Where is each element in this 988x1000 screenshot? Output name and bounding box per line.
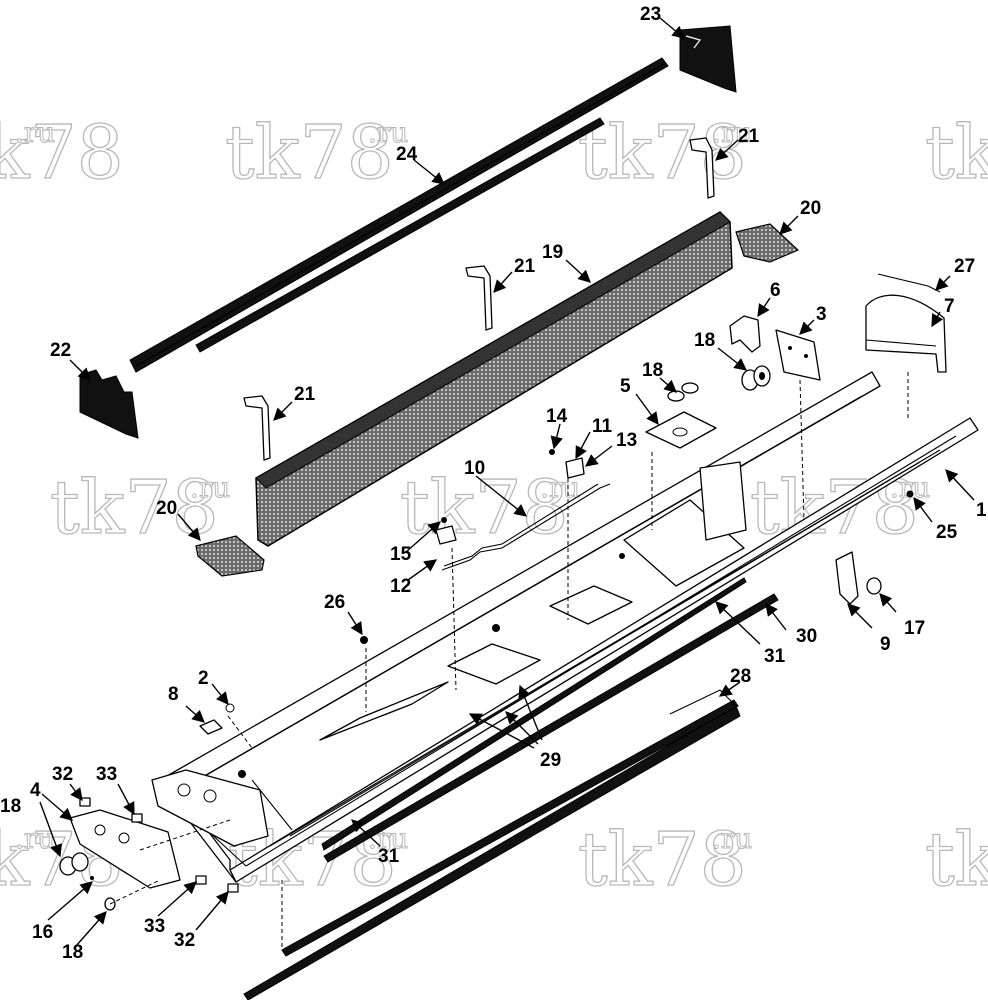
watermark-suffix: .ru: [540, 471, 580, 504]
part-end-cap-right: [679, 25, 737, 93]
watermark-text: tk78: [578, 817, 747, 903]
watermark-text: tk78: [925, 817, 988, 903]
part-trim-strip-inner: [321, 577, 779, 863]
callout-5: 5: [620, 376, 631, 397]
watermark-suffix: .ru: [15, 116, 55, 149]
callout-20: 20: [800, 198, 821, 219]
part-end-cap-left: [79, 369, 139, 439]
watermark: tk78 .ru: [577, 109, 752, 196]
watermark: tk78 .ru: [49, 464, 230, 551]
watermark-suffix: .ru: [15, 822, 55, 855]
callout-24: 24: [396, 144, 418, 165]
callout-labels: 23 24 21 20 21 19 27 7 6 3 22 21 18 18 5…: [0, 4, 987, 963]
callout-16: 16: [32, 922, 53, 943]
callout-12: 12: [390, 576, 411, 597]
callout-31: 31: [764, 646, 786, 667]
part-small-bolt-right: [906, 490, 914, 498]
watermark-suffix: .ru: [368, 116, 408, 149]
watermark-text: tk78: [225, 110, 394, 196]
callout-6: 6: [770, 280, 781, 301]
leader-lines: [39, 17, 975, 947]
watermark: tk78: [924, 109, 988, 196]
part-small-bolt: [360, 636, 368, 644]
part-bushing-pair-upper: [741, 365, 771, 391]
part-side-bracket: [835, 551, 882, 605]
callout-32: 32: [174, 930, 195, 951]
part-center-plate: [645, 411, 717, 449]
watermark-suffix: .ru: [712, 822, 752, 855]
assembly-lines: [109, 372, 909, 948]
watermark-text: tk78: [400, 465, 569, 551]
callout-18: 18: [62, 942, 83, 963]
callout-18: 18: [694, 330, 715, 351]
part-hook-bracket: [729, 315, 761, 353]
watermark-layer: tk78 .ru tk78 .ru tk78 .ru tk78 tk78 .ru…: [0, 109, 988, 903]
part-bracket-top: [689, 137, 715, 199]
callout-2: 2: [198, 668, 209, 689]
callout-33: 33: [144, 916, 165, 937]
callout-33: 33: [96, 764, 117, 785]
part-end-pad-left: [195, 535, 265, 577]
part-corner-cover: [865, 273, 947, 373]
callout-31: 31: [378, 846, 400, 867]
part-end-plate: [59, 809, 181, 911]
watermark: tk78: [924, 816, 988, 903]
callout-18: 18: [0, 796, 21, 817]
callout-32: 32: [52, 764, 73, 785]
callout-21: 21: [738, 126, 760, 147]
part-small-pad: [199, 719, 223, 735]
callout-18: 18: [642, 360, 663, 381]
callout-27: 27: [954, 256, 975, 277]
part-main-frame: [151, 371, 979, 883]
part-bushing-pair-top: [667, 382, 699, 402]
callout-21: 21: [294, 384, 316, 405]
part-small-nut: [225, 703, 235, 713]
callout-22: 22: [50, 340, 71, 361]
callout-20: 20: [156, 498, 177, 519]
callout-3: 3: [816, 304, 827, 325]
part-long-rail: [129, 57, 669, 373]
watermark: tk78 .ru: [399, 464, 580, 551]
part-bracket-middle: [465, 265, 493, 331]
watermark: tk78 .ru: [0, 109, 124, 196]
callout-19: 19: [542, 242, 563, 263]
callout-11: 11: [592, 416, 613, 437]
callout-9: 9: [880, 634, 891, 655]
part-small-tab-c: [195, 875, 207, 885]
parts-layer: [59, 25, 979, 1000]
callout-17: 17: [904, 618, 925, 639]
callout-4: 4: [30, 780, 41, 801]
watermark-suffix: .ru: [190, 471, 230, 504]
part-small-tab-a: [79, 797, 91, 807]
watermark-suffix: .ru: [712, 116, 752, 149]
part-end-pad-right: [735, 223, 800, 263]
callout-13: 13: [616, 430, 637, 451]
part-mount-plate: [775, 329, 821, 381]
watermark-text: tk78: [0, 110, 124, 196]
callout-26: 26: [324, 592, 345, 613]
part-small-tab-b: [131, 813, 143, 823]
callout-30: 30: [796, 626, 817, 647]
part-bracket-left: [243, 395, 271, 461]
callout-28: 28: [730, 666, 751, 687]
callout-7: 7: [944, 296, 955, 317]
callout-1: 1: [976, 500, 987, 521]
callout-25: 25: [936, 522, 958, 543]
callout-23: 23: [640, 4, 661, 25]
callout-14: 14: [546, 406, 568, 427]
watermark: tk78 .ru: [224, 109, 408, 196]
callout-29: 29: [540, 750, 561, 771]
part-trim-strip-outer: [243, 689, 741, 1000]
callout-8: 8: [168, 684, 179, 705]
part-linkage-rod: [435, 449, 611, 571]
callout-15: 15: [390, 544, 412, 565]
part-mesh-panel: [255, 211, 733, 547]
watermark: tk78 .ru: [577, 816, 752, 903]
callout-10: 10: [464, 458, 485, 479]
watermark-text: tk78: [925, 110, 988, 196]
callout-21: 21: [514, 256, 536, 277]
part-small-tab-d: [227, 883, 239, 893]
